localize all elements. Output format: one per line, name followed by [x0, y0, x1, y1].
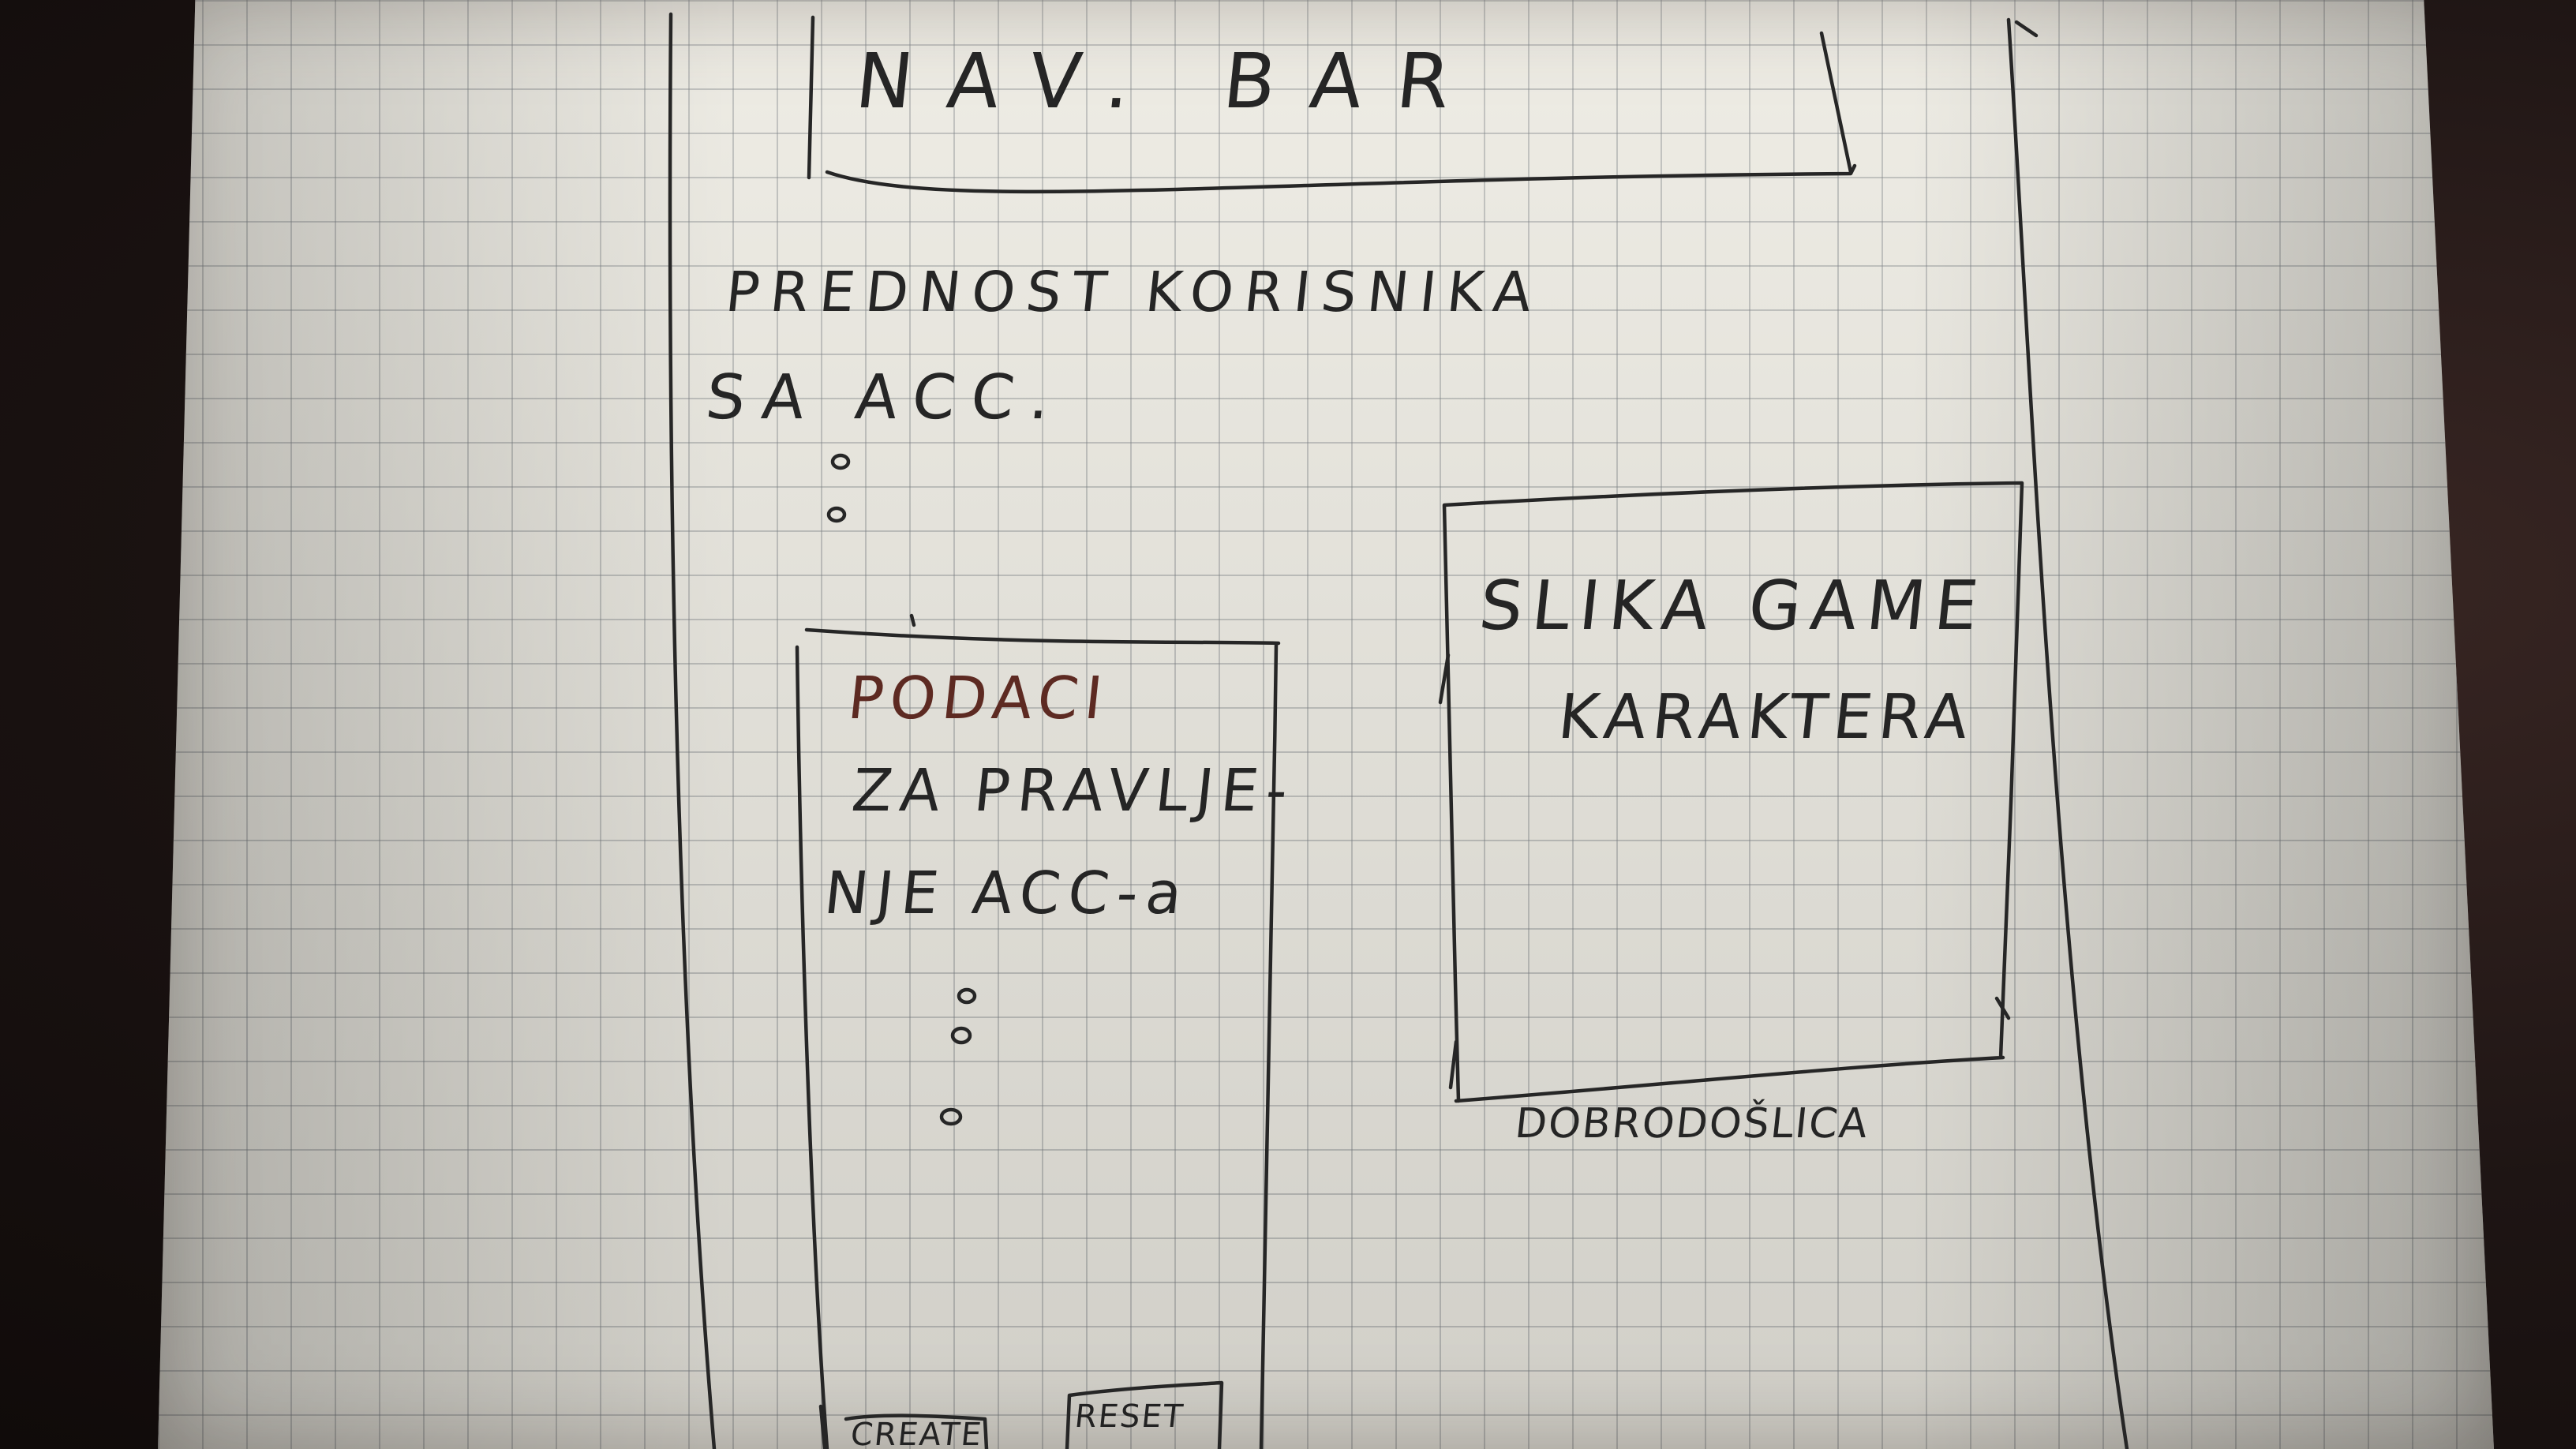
- character-image-box: [1442, 481, 2024, 1103]
- account-panel-box: [795, 627, 1281, 1449]
- reset-button-outline: [1065, 1380, 1224, 1449]
- reset-button[interactable]: RESET: [1073, 1398, 1186, 1435]
- nav-bar-label[interactable]: NAV. BAR: [852, 37, 1489, 125]
- account-panel-text-line-3: NJE ACC-a: [821, 859, 1193, 927]
- page-heading-line-1: PREDNOST KORISNIKA: [722, 260, 1546, 324]
- create-account-button[interactable]: CREATE: [849, 1417, 985, 1449]
- account-panel-text-line-2: ZA PRAVLJE-: [848, 757, 1299, 825]
- create-button-outline: [818, 1404, 989, 1449]
- character-image-label-line-1: SLIKA GAME: [1475, 567, 1992, 646]
- welcome-caption: DOBRODOŠLICA: [1512, 1100, 1872, 1148]
- page-frame-left-edge: [668, 12, 717, 1449]
- nav-bar-box: [807, 15, 1857, 194]
- character-image-label-line-2: KARAKTERA: [1555, 682, 1978, 753]
- page-heading-line-2: SA ACC.: [702, 362, 1069, 433]
- page-frame-right-edge: [2006, 17, 2129, 1449]
- account-panel-title: PODACI: [844, 665, 1112, 732]
